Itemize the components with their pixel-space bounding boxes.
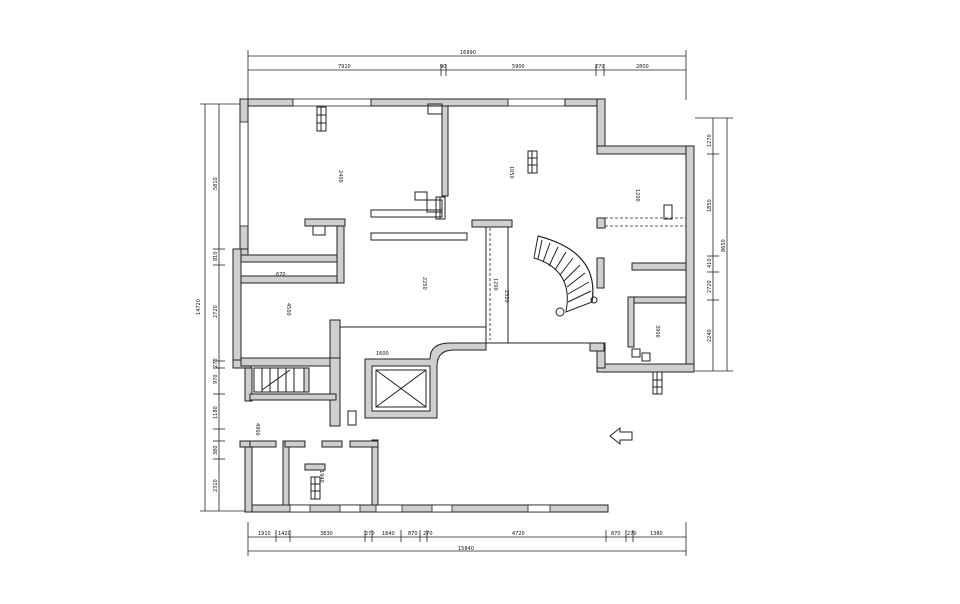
bottom-dimension-line: 1910 1420 3830 270 1840 870 270 4720 870…: [247, 522, 687, 556]
wall-lower-right: [371, 439, 379, 506]
bottom-seg-10: 270: [627, 531, 637, 537]
left-dimension-line: 14720 5810 810 2720 270 970 1180 380 231…: [196, 103, 245, 512]
right-seg-3: 410: [707, 258, 713, 268]
wall-partition-5: [240, 275, 338, 284]
left-seg-1: 5810: [213, 177, 219, 190]
wall-partition-20: [349, 440, 379, 448]
interior-walls: [240, 103, 687, 506]
room-label-1: 2400: [337, 170, 343, 183]
room-label-2: 1050: [508, 166, 514, 179]
left-seg-2: 810: [213, 251, 219, 261]
room-labels: 2400 1050 2250 4500 1200 2320 1200 3900 …: [254, 166, 660, 483]
window-left: [239, 121, 249, 227]
wall-partition-7: [596, 217, 606, 229]
wall-left-mid: [232, 248, 242, 366]
top-seg-5: 2800: [636, 64, 649, 70]
wall-left-lower-cap: [239, 440, 251, 448]
top-seg-2: 90: [440, 64, 446, 70]
right-dimension-line: 1270 1850 410 2720 2240 8650: [695, 117, 733, 372]
left-stair: [253, 367, 310, 393]
wall-partition-18: [284, 440, 306, 448]
fixtures: [310, 106, 673, 500]
room-label-8: 3900: [654, 325, 660, 338]
right-seg-5: 2240: [707, 329, 713, 342]
bottom-seg-1: 1910: [258, 531, 271, 537]
window-bottom-2: [339, 504, 361, 513]
bottom-seg-11: 1380: [650, 531, 663, 537]
wall-partition-10: [627, 296, 687, 304]
window-top-1: [292, 98, 372, 107]
wall-partition-6: [471, 219, 513, 228]
wall-partition-12: [329, 319, 341, 365]
wall-right-wing-top: [596, 145, 694, 155]
elevator-core: [364, 342, 487, 419]
left-seg-3: 2720: [213, 305, 219, 318]
wall-partition-19: [321, 440, 343, 448]
left-seg-6: 1180: [213, 406, 219, 419]
left-seg-5: 970: [213, 374, 219, 384]
window-bottom-3: [375, 504, 403, 513]
wall-partition-8: [631, 262, 687, 271]
room-label-3: 2250: [421, 277, 427, 290]
wall-partition-14: [329, 357, 341, 427]
wall-partition-9: [596, 257, 605, 289]
bottom-seg-9: 870: [611, 531, 621, 537]
bottom-seg-4: 270: [365, 531, 375, 537]
top-total-dim: 16990: [460, 50, 476, 56]
north-arrow-icon: [609, 426, 633, 446]
dashed-lines: [489, 217, 686, 340]
left-seg-8: 2310: [213, 479, 219, 492]
top-seg-1: 7910: [338, 64, 351, 70]
wall-partition-21: [304, 463, 326, 471]
right-seg-4: 2720: [707, 280, 713, 293]
wall-partition-3: [336, 225, 345, 284]
room-label-7: 1200: [634, 189, 640, 202]
wall-partition-15: [249, 393, 337, 401]
bottom-seg-5: 1840: [382, 531, 395, 537]
window-bottom-1: [289, 504, 311, 513]
spiral-stair: [533, 235, 598, 317]
top-seg-4: 270: [595, 64, 605, 70]
bottom-seg-2: 1420: [278, 531, 291, 537]
wall-partition-13: [240, 357, 340, 367]
wall-left-lower: [244, 440, 253, 513]
window-bottom-4: [431, 504, 453, 513]
wall-top-mid: [370, 98, 509, 107]
window-top-2: [507, 98, 566, 107]
left-total-dim: 14720: [196, 299, 202, 315]
wall-right-wing-bottom: [596, 363, 695, 373]
room-label-6: 2320: [503, 290, 509, 303]
top-dimension-line: 16990 7910 90 5900 270 2800: [247, 50, 687, 100]
right-total-dim: 8650: [721, 239, 727, 252]
bottom-total-dim: 15840: [458, 546, 474, 552]
wall-partition-4: [240, 254, 338, 263]
wall-right-wing-side: [685, 145, 695, 372]
left-seg-7: 380: [213, 445, 219, 455]
window-bottom-5: [527, 504, 551, 513]
outer-walls: [232, 98, 695, 513]
right-seg-1: 1270: [707, 134, 713, 147]
bottom-seg-7: 270: [423, 531, 433, 537]
wall-partition-11: [627, 296, 635, 348]
left-seg-4: 270: [213, 358, 219, 368]
right-seg-2: 1850: [707, 199, 713, 212]
room-label-4: 4500: [285, 303, 291, 316]
bottom-seg-3: 3830: [320, 531, 333, 537]
room-label-12: 1940: [318, 470, 324, 483]
top-seg-3: 5900: [512, 64, 525, 70]
bottom-seg-6: 870: [408, 531, 418, 537]
wall-partition-16: [282, 440, 290, 506]
room-label-5: 1200: [492, 278, 498, 291]
wall-partition-2: [304, 218, 346, 227]
wall-partition-1: [441, 105, 449, 197]
room-label-11: 4900: [254, 423, 260, 436]
wall-right-notch-top: [589, 342, 605, 352]
wall-partition-17: [249, 440, 277, 448]
room-label-10: 1600: [376, 351, 389, 357]
bottom-seg-8: 4720: [512, 531, 525, 537]
room-label-9: 670: [276, 272, 286, 278]
